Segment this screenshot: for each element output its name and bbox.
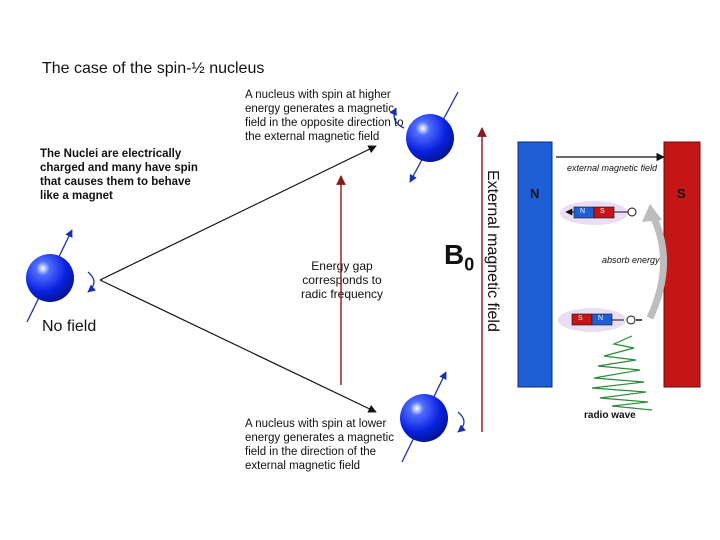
lower-bar-s: S	[578, 315, 583, 322]
high-energy-nucleus	[389, 91, 459, 183]
upper-transition-arrow	[99, 145, 377, 281]
slide-title: The case of the spin-½ nucleus	[42, 60, 265, 77]
lower-transition-arrow	[99, 279, 377, 413]
intro-text: The Nuclei are electrically charged and …	[40, 148, 198, 202]
upper-bar-magnet	[560, 201, 637, 225]
absorb-energy-label: absorb energy	[602, 255, 660, 265]
south-pole-magnet	[663, 141, 701, 388]
upper-bar-n: N	[580, 208, 586, 215]
no-field-nucleus	[26, 229, 96, 323]
high-energy-text: A nucleus with spin at higher energy gen…	[245, 89, 404, 143]
absorb-energy-arrow	[646, 212, 667, 320]
low-energy-text: A nucleus with spin at lower energy gene…	[245, 418, 394, 472]
b0-subscript: 0	[464, 254, 475, 275]
lower-bar-n: N	[598, 315, 604, 322]
north-pole-magnet	[517, 141, 553, 388]
no-field-label: No field	[42, 318, 97, 335]
b0-label: B0	[444, 239, 474, 276]
south-pole-label: S	[677, 186, 686, 201]
radio-wave-label: radio wave	[584, 410, 636, 421]
b0-symbol: B	[444, 239, 465, 270]
north-pole-label: N	[530, 186, 540, 201]
upper-bar-s: S	[600, 208, 605, 215]
magnet-field-label: external magnetic field	[567, 163, 658, 173]
radio-wave	[591, 335, 653, 411]
energy-gap-text: Energy gap corresponds to radic frequenc…	[300, 259, 384, 301]
lower-bar-magnet	[558, 308, 642, 332]
low-energy-nucleus	[400, 371, 466, 463]
